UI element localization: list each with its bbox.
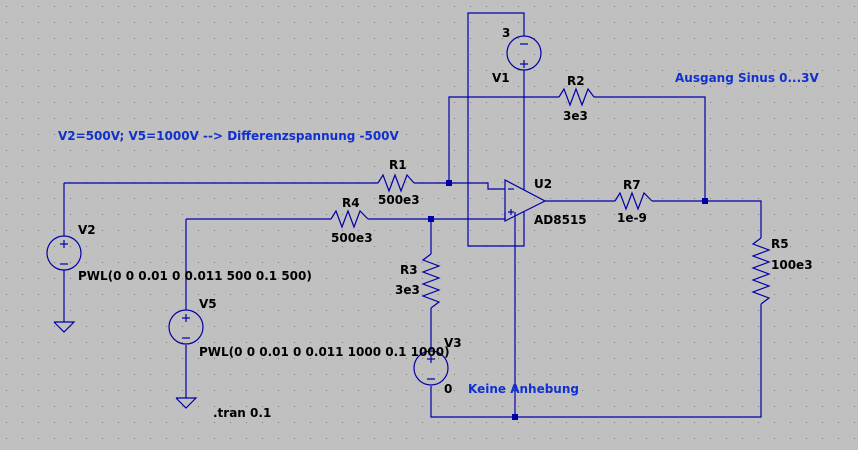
junction-dot-icon [702,198,708,204]
v2-name-label: V2 [78,223,96,237]
ground-icon [175,397,198,409]
r2-value-label: 3e3 [563,109,588,123]
r4-name-label: R4 [342,196,360,210]
r3-name-label: R3 [400,263,418,277]
v5-name-label: V5 [199,297,217,311]
ground-icon [53,321,76,333]
opamp-icon[interactable] [504,179,547,226]
note-comment: V2=500V; V5=1000V --> Differenzspannung … [58,129,400,143]
u2-name-label: U2 [534,177,552,191]
resistor-icon[interactable] [558,87,595,107]
r5-value-label: 100e3 [771,258,813,272]
output-comment: Ausgang Sinus 0...3V [675,71,820,85]
junctions [428,180,708,420]
voltage-source-icon[interactable] [506,32,542,74]
r2-name-label: R2 [567,74,585,88]
r5-name-label: R5 [771,237,789,251]
spice-directive[interactable]: .tran 0.1 [213,406,271,420]
resistor-icon[interactable] [377,173,415,193]
resistor-icon[interactable] [421,253,441,309]
resistor-icon[interactable] [330,209,369,229]
r4-value-label: 500e3 [331,231,373,245]
junction-dot-icon [428,216,434,222]
r1-value-label: 500e3 [378,193,420,207]
r1-name-label: R1 [389,158,407,172]
v5-value-label: PWL(0 0 0.01 0 0.011 1000 0.1 1000) [199,345,450,359]
v1-value-label: 3 [502,26,510,40]
v3-comment: Keine Anhebung [468,382,579,396]
v1-name-label: V1 [492,71,510,85]
voltage-source-icon[interactable] [46,235,82,271]
junction-dot-icon [512,414,518,420]
junction-dot-icon [446,180,452,186]
v3-value-label: 0 [444,382,452,396]
u2-value-label: AD8515 [534,213,587,227]
r7-value-label: 1e-9 [617,211,647,225]
v2-value-label: PWL(0 0 0.01 0 0.011 500 0.1 500) [78,269,312,283]
r7-name-label: R7 [623,178,641,192]
r3-value-label: 3e3 [395,283,420,297]
resistor-icon[interactable] [614,191,653,211]
voltage-source-icon[interactable] [168,309,204,345]
resistor-icon[interactable] [751,237,771,305]
voltage-source-icon[interactable] [413,350,449,386]
v3-name-label: V3 [444,336,462,350]
grid-dots [6,6,855,439]
